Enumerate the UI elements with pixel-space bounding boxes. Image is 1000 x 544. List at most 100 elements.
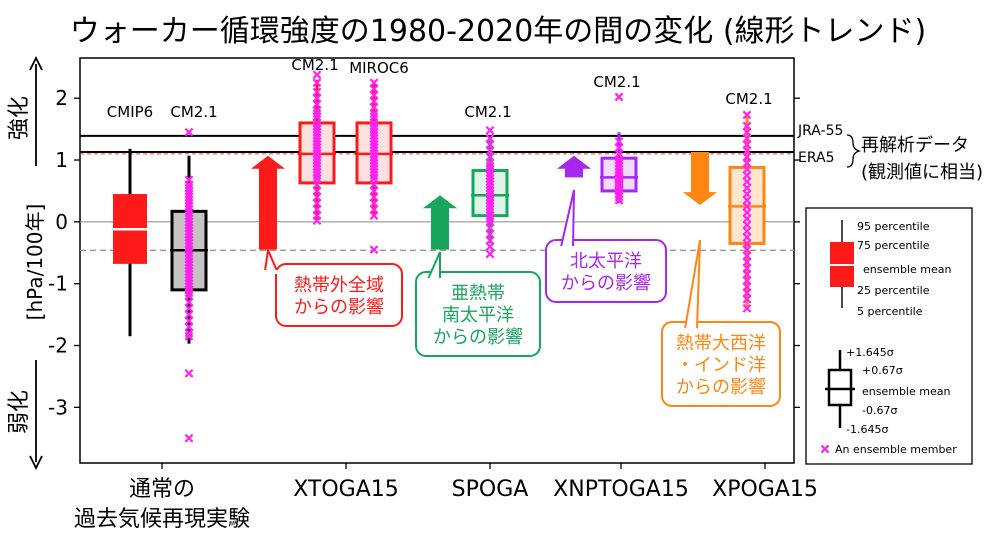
ensemble-member-mark bbox=[485, 125, 495, 135]
ensemble-member-mark bbox=[312, 216, 322, 225]
callout-tail bbox=[560, 189, 575, 248]
box-cm21_xtoga: CM2.1 bbox=[291, 56, 339, 225]
box-cm21_hist: CM2.1 bbox=[170, 103, 218, 443]
reference-line-label: ERA5 bbox=[798, 150, 835, 166]
reference-line-label: JRA-55 bbox=[797, 123, 843, 139]
box-label: CMIP6 bbox=[107, 103, 153, 121]
y-axis-label: [hPa/100年] bbox=[23, 204, 47, 321]
callout-box bbox=[415, 271, 541, 357]
up-arrow-head-icon bbox=[29, 55, 43, 71]
ensemble-member-mark bbox=[614, 92, 624, 102]
x-group-label: XPOGA15 bbox=[712, 477, 818, 502]
callout-text: ・インド洋 bbox=[676, 355, 766, 376]
box-label: CM2.1 bbox=[725, 90, 772, 108]
y-tick-label: 1 bbox=[55, 148, 68, 172]
ensemble-member-mark bbox=[485, 214, 495, 224]
callout-text: 熱帯外全域 bbox=[294, 275, 384, 296]
ensemble-member-mark bbox=[742, 110, 752, 120]
legend-percentile-label: 75 percentile bbox=[857, 239, 930, 252]
arrow-xtoga bbox=[251, 155, 285, 250]
strengthen-indicator: 強化 bbox=[7, 55, 43, 166]
x-group-label: 通常の bbox=[129, 477, 195, 502]
legend: 95 percentile 75 percentile ensemble mean 2… bbox=[805, 207, 973, 465]
y-axis: -3 -2 -1 0 1 2 bbox=[48, 86, 800, 419]
strengthen-label: 強化 bbox=[7, 96, 32, 140]
callout-text: 北太平洋 bbox=[570, 251, 642, 272]
plot-frame bbox=[79, 57, 795, 464]
box-cm21_xpoga: CM2.1 bbox=[725, 90, 773, 313]
legend-member-label: An ensemble member bbox=[835, 443, 957, 456]
callout-text: 熱帯大西洋 bbox=[676, 333, 766, 354]
y-tick-label: -1 bbox=[48, 272, 68, 296]
ensemble-member-mark bbox=[312, 70, 322, 80]
ensemble-member-mark bbox=[614, 195, 624, 205]
callout-text: 亜熱帯 bbox=[451, 283, 505, 304]
y-tick-label: -3 bbox=[48, 395, 68, 419]
callout-tail-mask bbox=[684, 328, 698, 332]
reanalysis-label: 再解析データ bbox=[861, 135, 969, 156]
legend-percentile-label: 25 percentile bbox=[857, 284, 930, 297]
ensemble-member-mark bbox=[485, 242, 495, 251]
callout-tail-mask bbox=[264, 270, 278, 274]
box-cmip6: CMIP6 bbox=[107, 103, 153, 337]
x-group-label: XTOGA15 bbox=[293, 477, 399, 502]
down-arrow-head-icon bbox=[29, 455, 43, 471]
legend-sigma-label: +1.645σ bbox=[846, 346, 894, 359]
callout-tail bbox=[427, 251, 441, 280]
legend-sigma-box bbox=[827, 368, 853, 407]
callout-box bbox=[275, 263, 403, 327]
legend-percentile-label: 5 percentile bbox=[857, 305, 923, 318]
callout-tail bbox=[684, 239, 701, 330]
callout-tail-mask bbox=[560, 246, 574, 250]
ensemble-member-mark bbox=[742, 294, 752, 304]
arrow-xpoga bbox=[683, 151, 717, 206]
callout-text: からの影響 bbox=[676, 377, 766, 398]
ensemble-member-mark bbox=[312, 109, 322, 119]
plot-area bbox=[79, 57, 795, 464]
ensemble-member-mark bbox=[184, 331, 194, 341]
reanalysis-sublabel: (観測値に相当) bbox=[861, 162, 983, 183]
ensemble-member-mark bbox=[184, 328, 194, 338]
reanalysis-bracket-icon bbox=[846, 134, 862, 168]
legend-sigma-label: -0.67σ bbox=[862, 404, 897, 417]
ensemble-member-mark bbox=[184, 288, 194, 298]
x-group-label: SPOGA bbox=[452, 477, 529, 502]
box-miroc6_xtoga: MIROC6 bbox=[349, 59, 409, 255]
ensemble-member-mark bbox=[485, 249, 495, 259]
ensemble-member-mark bbox=[369, 109, 379, 119]
ensemble-member-mark bbox=[369, 211, 379, 221]
legend-member-icon bbox=[820, 444, 830, 454]
box-label: CM2.1 bbox=[464, 103, 511, 121]
x-group-label: 過去気候再現実験 bbox=[74, 507, 250, 532]
callout-tail-mask bbox=[427, 278, 441, 282]
callout-text: からの影響 bbox=[433, 327, 523, 348]
legend-sigma-label: +0.67σ bbox=[862, 364, 903, 377]
y-tick-label: 0 bbox=[55, 210, 68, 234]
box-label: CM2.1 bbox=[593, 73, 640, 91]
legend-percentile-label: ensemble mean bbox=[863, 263, 951, 276]
legend-sigma-label: ensemble mean bbox=[862, 385, 950, 398]
y-tick-label: -2 bbox=[48, 334, 68, 358]
box-label: MIROC6 bbox=[349, 59, 409, 77]
ensemble-member-mark bbox=[184, 368, 194, 378]
callout-box bbox=[661, 321, 781, 407]
box-cm21_spoga: CM2.1 bbox=[464, 103, 512, 259]
ensemble-member-mark bbox=[184, 433, 194, 443]
y-tick-label: 2 bbox=[55, 86, 68, 110]
callout-text: 南太平洋 bbox=[442, 305, 514, 326]
weaken-indicator: 弱化 bbox=[7, 360, 43, 471]
chart-title: ウォーカー循環強度の1980-2020年の間の変化 (線形トレンド) bbox=[70, 14, 926, 49]
box-label: CM2.1 bbox=[170, 103, 217, 121]
arrow-xnptoga bbox=[557, 155, 591, 178]
effect-arrows bbox=[251, 151, 717, 250]
box-label: CM2.1 bbox=[291, 56, 338, 74]
legend-percentile-label: 95 percentile bbox=[857, 220, 930, 233]
